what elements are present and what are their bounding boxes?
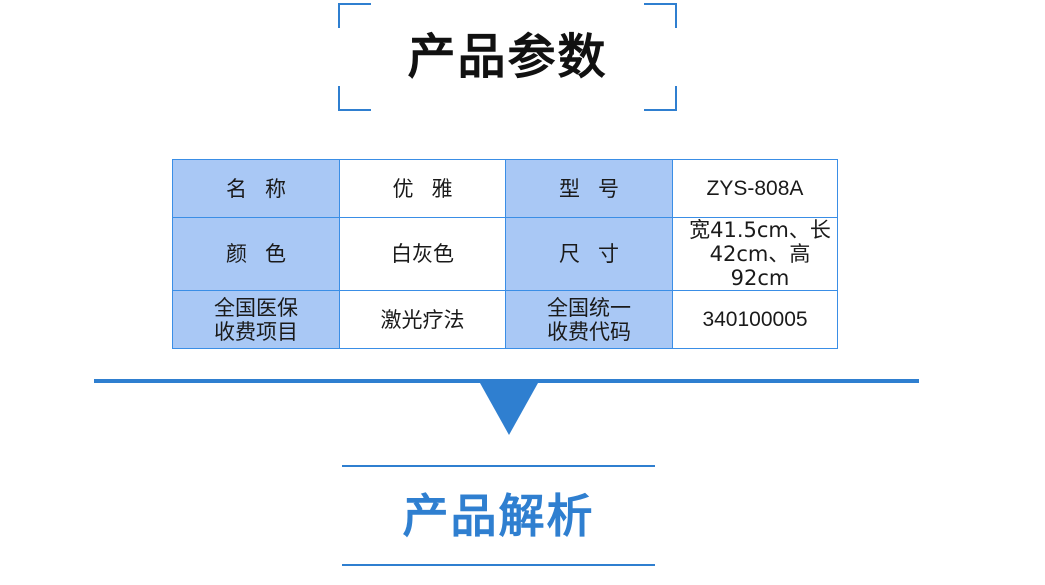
params-title: 产品参数	[407, 29, 608, 85]
size-value-cell: 宽41.5cm、长 42cm、高92cm	[672, 217, 838, 291]
color-label: 颜色	[226, 242, 304, 266]
code-label-line2: 收费代码	[547, 319, 631, 344]
model-label-cell: 型号	[505, 159, 673, 218]
insurance-label-cell: 全国医保 收费项目	[172, 290, 340, 349]
size-label-cell: 尺寸	[505, 217, 673, 291]
section-title-top-rule	[342, 465, 655, 467]
insurance-label-line1: 全国医保	[214, 295, 298, 320]
insurance-label-line2: 收费项目	[214, 319, 298, 344]
corner-bracket-bottom-right	[644, 86, 677, 111]
insurance-value: 激光疗法	[380, 307, 465, 332]
insurance-value-cell: 激光疗法	[339, 290, 506, 349]
table-row: 全国医保 收费项目 激光疗法 全国统一 收费代码 340100005	[172, 290, 838, 349]
size-label: 尺寸	[559, 242, 637, 266]
color-value: 白灰色	[391, 242, 454, 266]
down-arrow-icon	[480, 383, 538, 435]
size-value-line2: 42cm、高92cm	[709, 242, 811, 290]
params-table: 名称 优雅 型号 ZYS-808A 颜色 白灰色 尺寸 宽41.5cm、长 42…	[172, 159, 838, 349]
code-value-cell: 340100005	[672, 290, 838, 349]
params-header: 产品参数	[338, 3, 677, 111]
corner-bracket-top-right	[644, 3, 677, 28]
model-value: ZYS-808A	[706, 176, 804, 200]
section-divider	[94, 379, 919, 383]
color-value-cell: 白灰色	[339, 217, 506, 291]
code-label-cell: 全国统一 收费代码	[505, 290, 673, 349]
color-label-cell: 颜色	[172, 217, 340, 291]
corner-bracket-bottom-left	[338, 86, 371, 111]
name-value: 优雅	[392, 176, 471, 201]
model-value-cell: ZYS-808A	[672, 159, 838, 218]
section-title: 产品解析	[402, 489, 595, 543]
table-row: 颜色 白灰色 尺寸 宽41.5cm、长 42cm、高92cm	[172, 217, 838, 291]
model-label: 型号	[559, 176, 637, 201]
corner-bracket-top-left	[338, 3, 371, 28]
name-label: 名称	[226, 176, 304, 201]
name-label-cell: 名称	[172, 159, 340, 218]
size-value-line1: 宽41.5cm、长	[689, 218, 831, 242]
code-label-line1: 全国统一	[547, 295, 631, 320]
table-row: 名称 优雅 型号 ZYS-808A	[172, 159, 838, 218]
section-title-bottom-rule	[342, 564, 655, 566]
name-value-cell: 优雅	[339, 159, 506, 218]
code-value: 340100005	[702, 307, 808, 331]
